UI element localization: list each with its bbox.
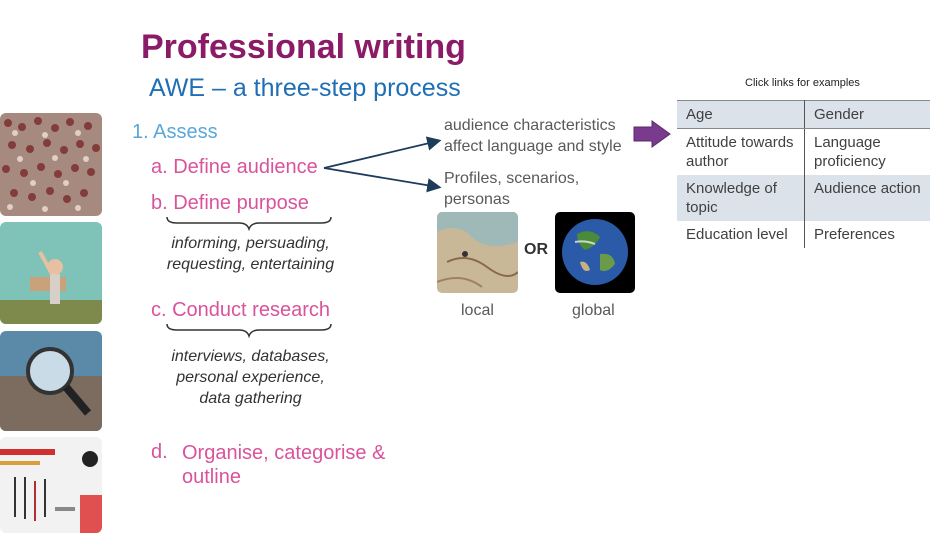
table-link[interactable]: Gender bbox=[804, 100, 930, 129]
audience-profiles-line: personas bbox=[444, 191, 510, 208]
research-detail: interviews, databases, personal experien… bbox=[158, 346, 343, 409]
table-link[interactable]: Language proficiency bbox=[814, 134, 886, 170]
research-detail-line: personal experience, bbox=[176, 369, 325, 386]
step-organise: Organise, categorise & outline bbox=[182, 441, 385, 489]
purpose-brace bbox=[166, 216, 332, 231]
local-label: local bbox=[461, 302, 494, 319]
block-arrow-icon bbox=[633, 120, 671, 148]
page-title: Professional writing bbox=[141, 28, 466, 66]
global-label: global bbox=[572, 302, 615, 319]
table-link[interactable]: Attitude towards author bbox=[677, 128, 805, 175]
audience-profiles: Profiles, scenarios, personas bbox=[444, 168, 579, 210]
table-link[interactable]: Audience action bbox=[804, 175, 930, 221]
step-conduct-research: c. Conduct research bbox=[151, 299, 330, 321]
step-define-purpose: b. Define purpose bbox=[151, 192, 309, 214]
table-row: Knowledge of topic Audience action bbox=[677, 175, 930, 221]
research-detail-line: data gathering bbox=[199, 390, 302, 407]
child-flying-image bbox=[0, 222, 102, 324]
purpose-detail-line: requesting, entertaining bbox=[166, 256, 335, 273]
globe-image[interactable] bbox=[555, 212, 635, 293]
table-row: Attitude towards author Language profici… bbox=[677, 128, 930, 175]
magnifying-glass-image bbox=[0, 331, 102, 431]
audience-profiles-line: Profiles, scenarios, bbox=[444, 170, 580, 187]
table-row: Age Gender bbox=[677, 100, 930, 129]
table-link[interactable]: Education level bbox=[677, 221, 805, 248]
step-organise-line: Organise, categorise & bbox=[182, 442, 386, 464]
audience-characteristics: audience characteristics affect language… bbox=[444, 115, 622, 157]
table-link[interactable]: Age bbox=[677, 100, 805, 129]
page-subtitle: AWE – a three-step process bbox=[149, 74, 461, 102]
table-hint: Click links for examples bbox=[745, 77, 860, 89]
audience-arrows bbox=[323, 136, 442, 193]
purpose-detail: informing, persuading, requesting, enter… bbox=[158, 233, 343, 275]
map-image[interactable] bbox=[437, 212, 518, 293]
audience-characteristics-table: Age Gender Attitude towards author Langu… bbox=[677, 100, 930, 248]
research-brace bbox=[166, 323, 332, 338]
audience-characteristics-line: affect language and style bbox=[444, 138, 622, 155]
audience-characteristics-line: audience characteristics bbox=[444, 117, 616, 134]
table-row: Education level Preferences bbox=[677, 221, 930, 248]
purpose-detail-line: informing, persuading, bbox=[171, 235, 330, 252]
table-link[interactable]: Knowledge of topic bbox=[677, 175, 805, 221]
research-detail-line: interviews, databases, bbox=[171, 348, 330, 365]
table-link[interactable]: Preferences bbox=[814, 226, 895, 243]
step-define-audience: a. Define audience bbox=[151, 156, 318, 178]
crowd-image bbox=[0, 113, 102, 216]
step-organise-letter: d. bbox=[151, 441, 168, 463]
step-assess: 1. Assess bbox=[132, 121, 218, 143]
or-label: OR bbox=[524, 241, 548, 258]
stationery-image bbox=[0, 437, 102, 533]
step-organise-line: outline bbox=[182, 466, 241, 488]
